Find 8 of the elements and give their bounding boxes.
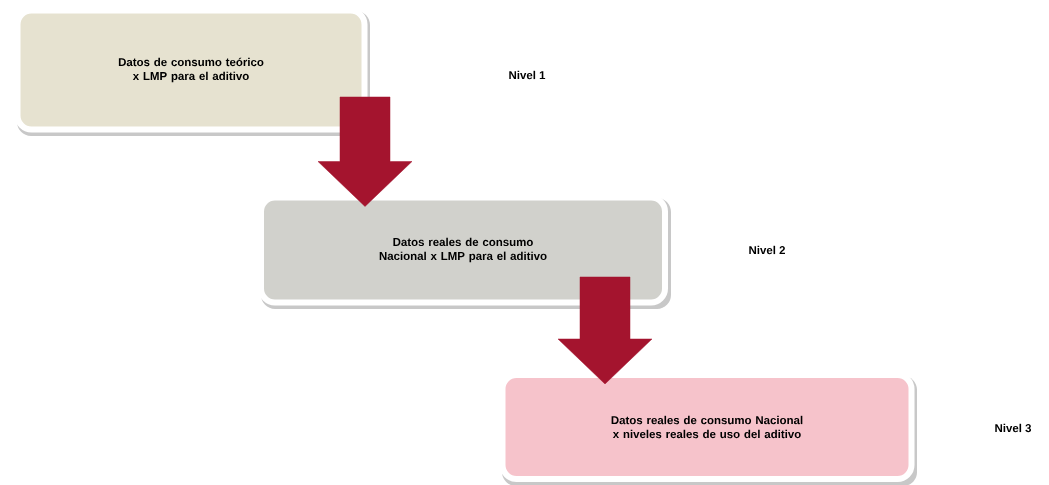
block-arrow	[557, 276, 653, 385]
process-box: Datos de consumo teórico x LMP para el aditivo	[14, 7, 370, 136]
process-box: Datos reales de consumo Nacional x niveles reales de uso del aditivo	[499, 372, 917, 485]
level-label: Nivel 1	[509, 70, 546, 80]
process-box: Datos reales de consumo Nacional x LMP para el aditivo	[258, 194, 671, 309]
block-arrow	[317, 96, 413, 207]
level-label: Nivel 2	[749, 245, 785, 255]
level-label: Nivel 3	[995, 423, 1032, 433]
